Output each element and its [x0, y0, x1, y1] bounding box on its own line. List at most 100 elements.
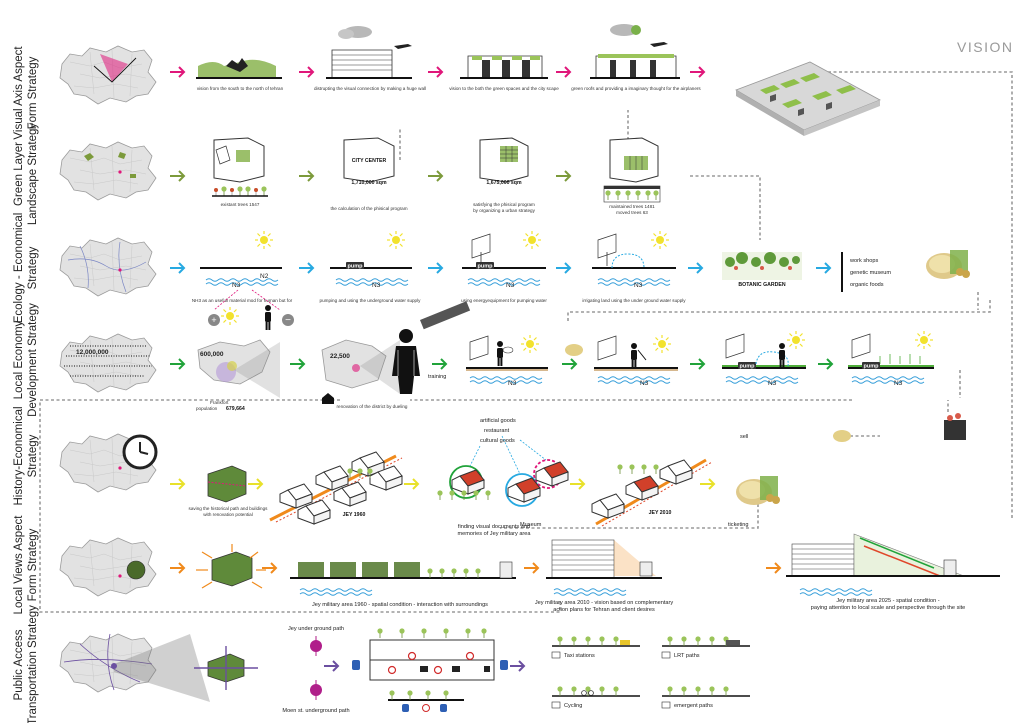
n3-label-1: N3: [232, 282, 241, 289]
n3-label-3: N3: [506, 282, 515, 289]
museum-label: Museum: [520, 522, 542, 528]
taxi-icon: [551, 651, 561, 659]
row-label-history-1: History-Economical: [13, 406, 25, 505]
axis-caption-4: green roofs and providing a imaginary th…: [571, 86, 701, 91]
economy-panel-map: 600,000 Frankfort population 679,664: [196, 339, 280, 412]
axis-panel-1: vision from the south to the north of te…: [196, 58, 284, 91]
map-green-layer: [59, 141, 157, 201]
pump-label-4: pump: [864, 364, 880, 370]
access-underground-1: Jey under ground path: [288, 626, 344, 632]
money-icon-1: [926, 250, 970, 279]
green-panel-1: existant trees 1547: [212, 137, 268, 207]
population-big: 12,000,000: [76, 349, 109, 356]
n3-label-6: N3: [640, 380, 649, 387]
green-panel-4: maintained trees 1481 moved trees 63: [603, 137, 661, 215]
history-panel-jey2010: JEY 2010: [591, 458, 713, 527]
n3-label-8: N3: [894, 380, 903, 387]
list-organic-foods: organic foods: [850, 282, 884, 288]
n3-label-7: N3: [768, 380, 777, 387]
green-caption-4b: moved trees 63: [616, 210, 648, 215]
local-views-caption-3a: Jey military area 2025 - spatial conditi…: [836, 598, 939, 604]
axis-3d-model: [735, 61, 881, 136]
renovation-caption: renovation of the district by dueling: [337, 404, 408, 409]
map-local-economy: 12,000,000: [59, 333, 157, 393]
goods-artificial: artificial goods: [480, 418, 516, 424]
botanic-garden: BOTANIC GARDEN: [722, 252, 802, 288]
green-caption-3a: satisfying the phisical program: [473, 202, 535, 207]
jey-2010-label: JEY 2010: [649, 510, 672, 516]
green-caption-2: the calculation of the phisical program: [330, 206, 407, 211]
connectors: [39, 71, 1013, 613]
cycling-icon: [551, 701, 561, 709]
eco-caption-2: pumping and using the underground water …: [320, 298, 422, 303]
map-visual-axis: [59, 45, 157, 105]
row-label-public-access-1: Public Access: [13, 629, 25, 700]
row-label-local-views-2: Form Strategy: [27, 528, 39, 601]
pump-label-1: pump: [348, 264, 364, 270]
local-views-caption-3b: paying attention to local scale and pers…: [811, 605, 966, 611]
history-caption-1a: saving the historical path and buildings: [189, 506, 269, 511]
axis-panel-2: distrupting the visual connection by mak…: [314, 26, 426, 91]
emergent-icon: [661, 701, 671, 709]
ticketing-label: ticketing: [728, 522, 749, 528]
population-small: 22,500: [330, 353, 350, 360]
pump-label-2: pump: [478, 264, 494, 270]
local-views-panel-1: [196, 544, 266, 589]
row-label-ecology-1: Ecology - Economical: [13, 213, 25, 324]
minus-icon: −: [285, 315, 291, 326]
row-label-local-views-1: Local Views Aspect: [13, 515, 25, 615]
n3-label-4: N3: [634, 282, 643, 289]
sell-label: sell: [740, 434, 748, 440]
axis-panel-3: vision to the both the green spaces and …: [449, 55, 559, 91]
history-caption-1b: with renovation potential: [203, 512, 253, 517]
access-lrt: LRT paths: [661, 635, 750, 659]
green-panel-2: CITY CENTER 1,710,000 sqm the calculatio…: [330, 137, 408, 211]
row-label-green-layer-1: Green Layer: [13, 142, 25, 206]
access-panel-node: [194, 646, 258, 690]
history-panel-1: saving the historical path and buildings…: [189, 465, 269, 517]
access-emergent: emergent paths: [661, 685, 750, 709]
economy-panel-3: pump N3: [722, 330, 806, 387]
produce-icons: [565, 344, 966, 442]
access-legend: Jey under ground path Moen st. undergrou…: [282, 626, 349, 714]
economy-panel-2: N3: [594, 334, 678, 387]
goods-restaurant: restaurant: [484, 428, 510, 434]
lrt-icon: [661, 651, 671, 659]
eco-caption-1: NH3 as an usefull material mod for human…: [192, 298, 293, 303]
local-views-caption-2b: action plans for Tehran and client desir…: [553, 607, 655, 613]
access-taxi: Taxi stations: [551, 635, 640, 659]
row-label-history-2: Strategy: [27, 434, 39, 477]
access-cycling: Cycling: [551, 685, 640, 709]
eco-caption-4: irrigating land using the under ground w…: [582, 298, 686, 303]
plus-icon: +: [211, 315, 216, 325]
economy-panel-district: 22,500 Jey military area 100,000 - 1 cro…: [321, 301, 487, 409]
map-ecology: [59, 237, 157, 297]
access-cycling-label: Cycling: [564, 703, 582, 709]
history-panel-jey1960: JEY 1960: [269, 451, 403, 525]
economy-panel-1: N3: [466, 334, 548, 387]
vision-title: VISION: [957, 39, 1013, 55]
n3-label-5: N3: [508, 380, 517, 387]
green-caption-1: existant trees 1547: [221, 202, 260, 207]
axis-panel-4: green roofs and providing a imaginary th…: [571, 24, 701, 91]
city-center-label: CITY CENTER: [352, 158, 387, 164]
list-workshops: work shops: [849, 258, 878, 264]
frankfort-1: Frankfort: [210, 400, 229, 405]
map-public-access: [59, 633, 210, 702]
n3-label-2: N3: [372, 282, 381, 289]
jey-1960-label: JEY 1960: [343, 512, 366, 518]
pump-label-3: pump: [740, 364, 756, 370]
axis-caption-1: vision from the south to the north of te…: [197, 86, 284, 91]
goods-cultural: cultural goods: [480, 438, 515, 444]
row-label-ecology-2: Strategy: [27, 246, 39, 289]
row-label-local-economy-2: Development Strategy: [27, 303, 39, 417]
economy-panel-4: pump N3: [848, 330, 934, 387]
eco-panel-4: N3 irrigating land using the under groun…: [582, 230, 686, 303]
eco-panel-3: pump N3 using energyequipment for pumpin…: [461, 230, 547, 303]
n2-label-1: N2: [260, 273, 269, 280]
access-taxi-label: Taxi stations: [564, 653, 595, 659]
local-views-panel-4: Jey military area 2025 - spatial conditi…: [786, 533, 1000, 611]
local-views-caption-1: Jey military area 1960 - spatial conditi…: [312, 602, 488, 608]
frankfort-2: population: [196, 406, 218, 411]
